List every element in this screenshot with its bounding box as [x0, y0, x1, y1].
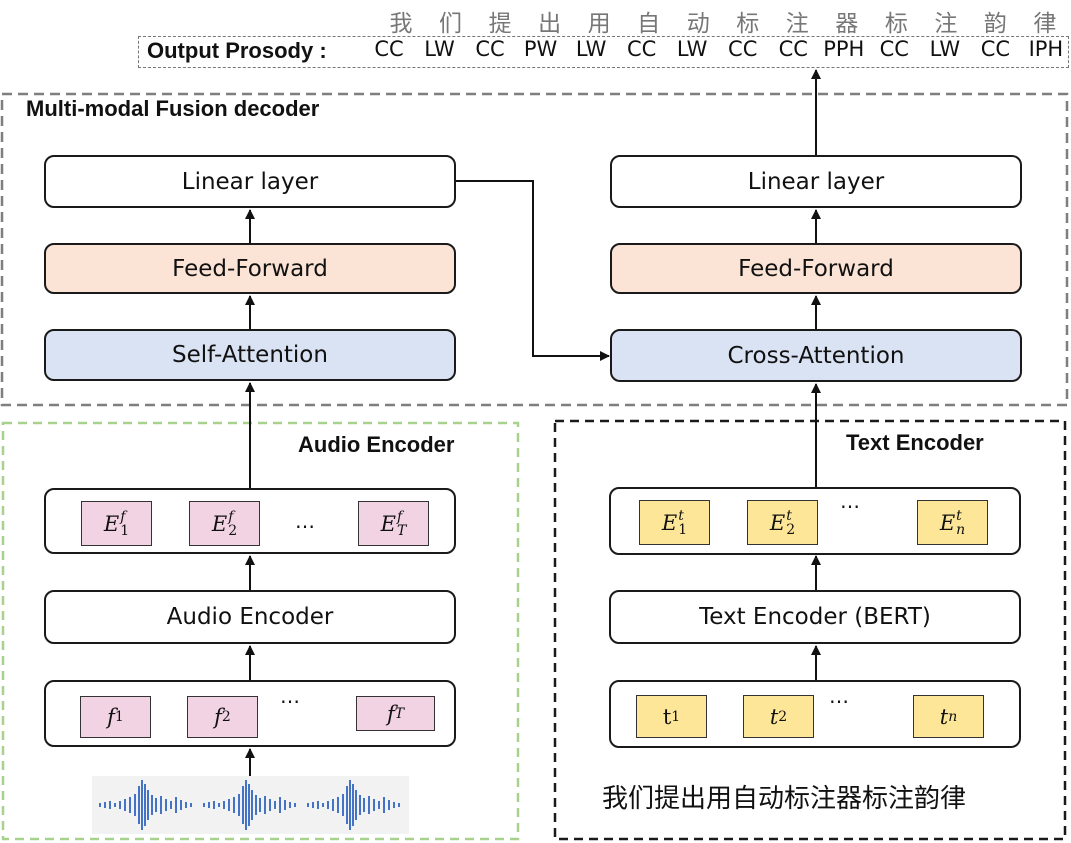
token-sub: 2 — [786, 521, 796, 538]
text-input-ellipsis: … — [829, 684, 849, 708]
token-sup: t — [786, 507, 792, 524]
prosody-tag: CC — [728, 37, 758, 61]
header-char: 们 — [439, 11, 463, 37]
right-feed-forward: Feed-Forward — [610, 243, 1022, 294]
prosody-tag: CC — [778, 37, 808, 61]
output-prosody-box — [138, 36, 1069, 68]
header-char: 出 — [538, 11, 562, 37]
decoder-region — [0, 92, 1069, 407]
header-char: 注 — [934, 11, 958, 37]
prosody-tag: CC — [374, 37, 404, 61]
header-char: 用 — [587, 11, 611, 37]
header-char: 自 — [637, 11, 661, 37]
input-sentence: 我们提出用自动标注器标注韵律 — [602, 784, 967, 814]
token-sub: 2 — [228, 522, 238, 539]
prosody-tag: PW — [523, 37, 558, 61]
token-base: E — [769, 510, 786, 535]
header-characters: 我 们 提 出 用 自 动 标 注 器 标 注 韵 律 — [378, 4, 1068, 38]
prosody-tag: LW — [676, 37, 708, 61]
token-sup: f — [120, 508, 126, 525]
prosody-tag: LW — [575, 37, 607, 61]
token-sup: f — [397, 508, 403, 525]
prosody-tag: LW — [929, 37, 961, 61]
header-char: 律 — [1033, 11, 1057, 37]
token-base: f — [107, 705, 115, 729]
token-base: t — [769, 704, 779, 729]
token-base: f — [214, 705, 222, 729]
audio-embedding-ellipsis: … — [295, 509, 315, 533]
token-sub: 1 — [678, 521, 688, 538]
token-sub: n — [956, 521, 966, 538]
token-base: E — [103, 511, 120, 536]
token-base: t — [939, 704, 949, 729]
audio-encoder-title: Audio Encoder — [298, 432, 455, 457]
token-sup: t — [956, 507, 962, 524]
prosody-tag: IPH — [1028, 37, 1064, 61]
token-base: t — [662, 704, 672, 729]
right-linear-layer: Linear layer — [610, 155, 1022, 208]
cross-attention: Cross-Attention — [610, 329, 1022, 382]
token-sup: f — [228, 508, 234, 525]
header-char: 我 — [389, 11, 413, 37]
left-feed-forward: Feed-Forward — [44, 243, 456, 294]
token-base: E — [939, 510, 956, 535]
audio-encoder-block: Audio Encoder — [44, 590, 456, 644]
prosody-tag: PPH — [823, 37, 865, 61]
header-char: 动 — [686, 11, 710, 37]
self-attention: Self-Attention — [44, 329, 456, 381]
prosody-tag: CC — [980, 37, 1011, 61]
token-sub: T — [397, 522, 407, 539]
audio-input-ellipsis: … — [280, 684, 300, 708]
token-base: E — [211, 511, 228, 536]
decoder-title: Multi-modal Fusion decoder — [26, 96, 320, 121]
token-base: f — [386, 701, 395, 726]
token-sub: 1 — [120, 522, 130, 539]
text-embedding-ellipsis: … — [840, 489, 860, 513]
token-base: E — [661, 510, 678, 535]
header-char: 提 — [488, 11, 512, 37]
header-char: 注 — [785, 11, 809, 37]
header-char: 器 — [835, 11, 859, 37]
audio-encoder-region — [1, 421, 520, 841]
prosody-tag: LW — [424, 37, 455, 61]
header-char: 韵 — [983, 11, 1007, 37]
header-char: 标 — [736, 11, 760, 37]
header-char: 标 — [884, 11, 908, 37]
prosody-tag: CC — [626, 37, 657, 61]
left-linear-layer: Linear layer — [44, 155, 456, 208]
prosody-tag: CC — [879, 37, 909, 61]
text-encoder-region — [553, 419, 1067, 841]
token-sup: t — [678, 507, 684, 524]
waveform-icon — [92, 776, 409, 834]
output-prosody-title: Output Prosody : — [147, 38, 327, 63]
output-prosody-tags: CC LW CC PW LW CC LW CC CC PPH CC LW CC … — [366, 37, 1069, 67]
text-encoder-title: Text Encoder — [846, 430, 984, 455]
text-encoder-bert-block: Text Encoder (BERT) — [609, 590, 1021, 644]
prosody-tag: CC — [475, 37, 505, 61]
token-base: E — [380, 511, 396, 536]
